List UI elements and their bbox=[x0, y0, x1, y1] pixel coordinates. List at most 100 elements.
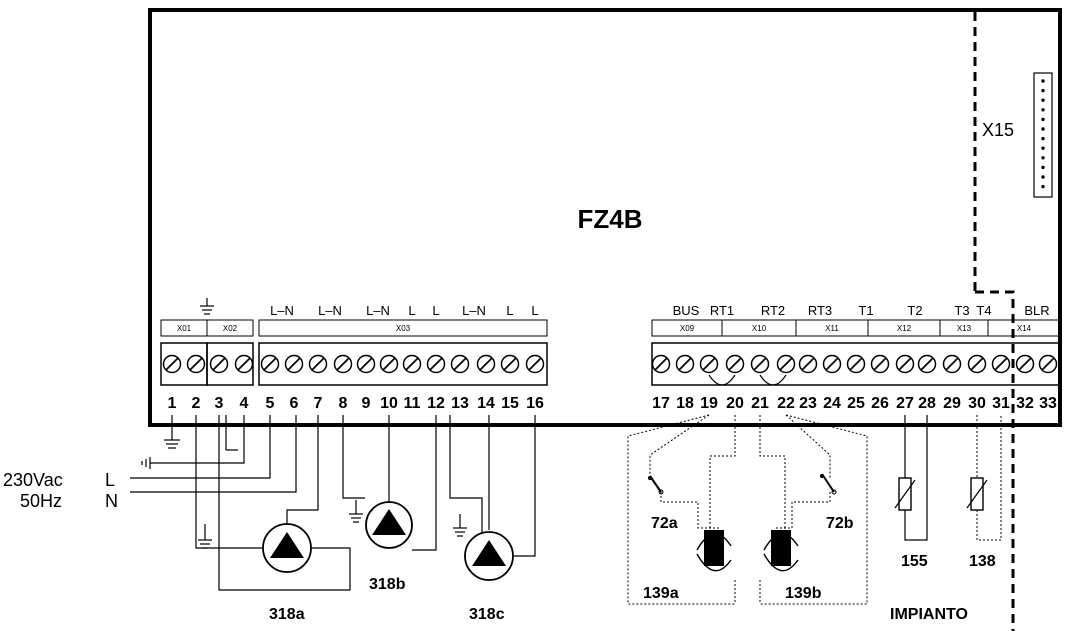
pump-318a-label: 318a bbox=[269, 606, 305, 623]
terminal-function-label: BUS bbox=[673, 303, 700, 318]
group-label-x12: X12 bbox=[897, 324, 912, 333]
x15-pin bbox=[1041, 184, 1045, 189]
terminal-number: 9 bbox=[362, 395, 371, 412]
pump-318b-label: 318b bbox=[369, 576, 406, 593]
group-label-x13: X13 bbox=[957, 324, 972, 333]
group-box-x02 bbox=[206, 319, 254, 337]
x15-pin bbox=[1041, 88, 1045, 93]
supply-wires bbox=[130, 415, 297, 493]
terminal-screw-29 bbox=[942, 354, 962, 374]
actuator-icon bbox=[763, 530, 799, 572]
terminal-screw-9 bbox=[356, 354, 376, 374]
terminal-number: 8 bbox=[339, 395, 348, 412]
terminal-number: 15 bbox=[501, 395, 519, 412]
x15-pin bbox=[1041, 79, 1045, 83]
terminal-number: 31 bbox=[992, 395, 1010, 412]
terminal-number: 19 bbox=[700, 395, 718, 412]
terminal-function-label: L bbox=[531, 303, 538, 318]
x15-pin bbox=[1041, 127, 1045, 131]
pump-318c-label: 318c bbox=[469, 606, 505, 623]
actuator-139b-label: 139b bbox=[785, 585, 822, 602]
pump-icon bbox=[464, 531, 514, 581]
sensor-icon bbox=[966, 477, 988, 511]
pump-icon bbox=[262, 523, 312, 573]
terminal-function-label: L–N bbox=[270, 303, 294, 318]
terminal-screw-3 bbox=[209, 354, 229, 374]
board-outline bbox=[148, 8, 1062, 427]
terminal-number: 17 bbox=[652, 395, 670, 412]
terminal-number: 28 bbox=[918, 395, 936, 412]
thermostat-72b-label: 72b bbox=[826, 515, 854, 532]
terminal-screw-19 bbox=[699, 354, 719, 374]
terminal-screw-15 bbox=[500, 354, 520, 374]
terminal-number: 25 bbox=[847, 395, 865, 412]
group-label-x11: X11 bbox=[825, 324, 839, 333]
group-label-x09: X09 bbox=[680, 324, 695, 333]
terminal-function-label: T4 bbox=[976, 303, 991, 318]
group-box-x14 bbox=[987, 319, 1061, 337]
terminal-number: 13 bbox=[451, 395, 469, 412]
terminal-screw-30 bbox=[967, 354, 987, 374]
pump-wires bbox=[195, 415, 536, 591]
group-label-x03: X03 bbox=[396, 324, 411, 333]
terminal-screw-8 bbox=[333, 354, 353, 374]
board-title: FZ4B bbox=[578, 204, 643, 234]
x15-connector bbox=[1033, 72, 1053, 198]
earth-icon bbox=[200, 298, 214, 315]
supply-earth-icon bbox=[141, 457, 151, 469]
terminal-screw-31 bbox=[991, 354, 1011, 374]
terminal-number: 23 bbox=[799, 395, 817, 412]
plant-label: IMPIANTO bbox=[890, 606, 968, 623]
probe-138-wires bbox=[976, 415, 1002, 541]
terminal-number: 14 bbox=[477, 395, 495, 412]
terminal-number: 2 bbox=[192, 395, 201, 412]
terminal-number: 32 bbox=[1016, 395, 1034, 412]
terminal-screw-23 bbox=[798, 354, 818, 374]
terminal-number: 5 bbox=[266, 395, 275, 412]
terminal-number: 11 bbox=[404, 395, 421, 412]
terminal-number: 26 bbox=[871, 395, 889, 412]
terminal-number: 24 bbox=[823, 395, 841, 412]
terminal-number: 6 bbox=[290, 395, 299, 412]
terminal-function-label: L bbox=[432, 303, 439, 318]
terminal-function-label: T1 bbox=[858, 303, 873, 318]
sensor-icon bbox=[894, 477, 916, 511]
thermostat-icon bbox=[648, 475, 664, 495]
terminal-screw-33 bbox=[1038, 354, 1058, 374]
x15-pin bbox=[1041, 117, 1045, 122]
probe-155-wires bbox=[904, 415, 928, 541]
supply-voltage: 230Vac bbox=[3, 470, 63, 490]
jumper-21-22 bbox=[759, 374, 787, 386]
plant-boundary bbox=[975, 290, 1015, 631]
terminal-screw-6 bbox=[284, 354, 304, 374]
terminal-number: 20 bbox=[726, 395, 744, 412]
terminal-screw-17 bbox=[651, 354, 671, 374]
group-label-x02: X02 bbox=[223, 324, 238, 333]
terminal-screw-4 bbox=[234, 354, 254, 374]
pump-icon bbox=[365, 501, 413, 549]
x15-pin bbox=[1041, 156, 1045, 160]
supply-frequency: 50Hz bbox=[20, 491, 62, 511]
terminal-function-label: L bbox=[408, 303, 415, 318]
terminal-screw-24 bbox=[822, 354, 842, 374]
terminal-function-label: RT1 bbox=[710, 303, 734, 318]
terminal-screw-32 bbox=[1015, 354, 1035, 374]
pump-earth-icon bbox=[349, 500, 363, 523]
terminal-number: 10 bbox=[380, 395, 398, 412]
terminal-screw-18 bbox=[675, 354, 695, 374]
group-label-x10: X10 bbox=[752, 324, 767, 333]
pump-earth-icon bbox=[453, 514, 467, 537]
group-box-x03 bbox=[258, 319, 548, 337]
terminal-number: 21 bbox=[751, 395, 769, 412]
terminal-number: 18 bbox=[676, 395, 694, 412]
terminal-number: 12 bbox=[427, 395, 445, 412]
terminal-number: 3 bbox=[215, 395, 224, 412]
terminal-screw-27 bbox=[895, 354, 915, 374]
terminal-function-label: L bbox=[506, 303, 513, 318]
terminal-number: 33 bbox=[1039, 395, 1057, 412]
jumper-19-20 bbox=[708, 374, 736, 386]
thermostat-icon bbox=[820, 473, 837, 495]
terminal-screw-14 bbox=[476, 354, 496, 374]
terminal-number: 7 bbox=[314, 395, 323, 412]
